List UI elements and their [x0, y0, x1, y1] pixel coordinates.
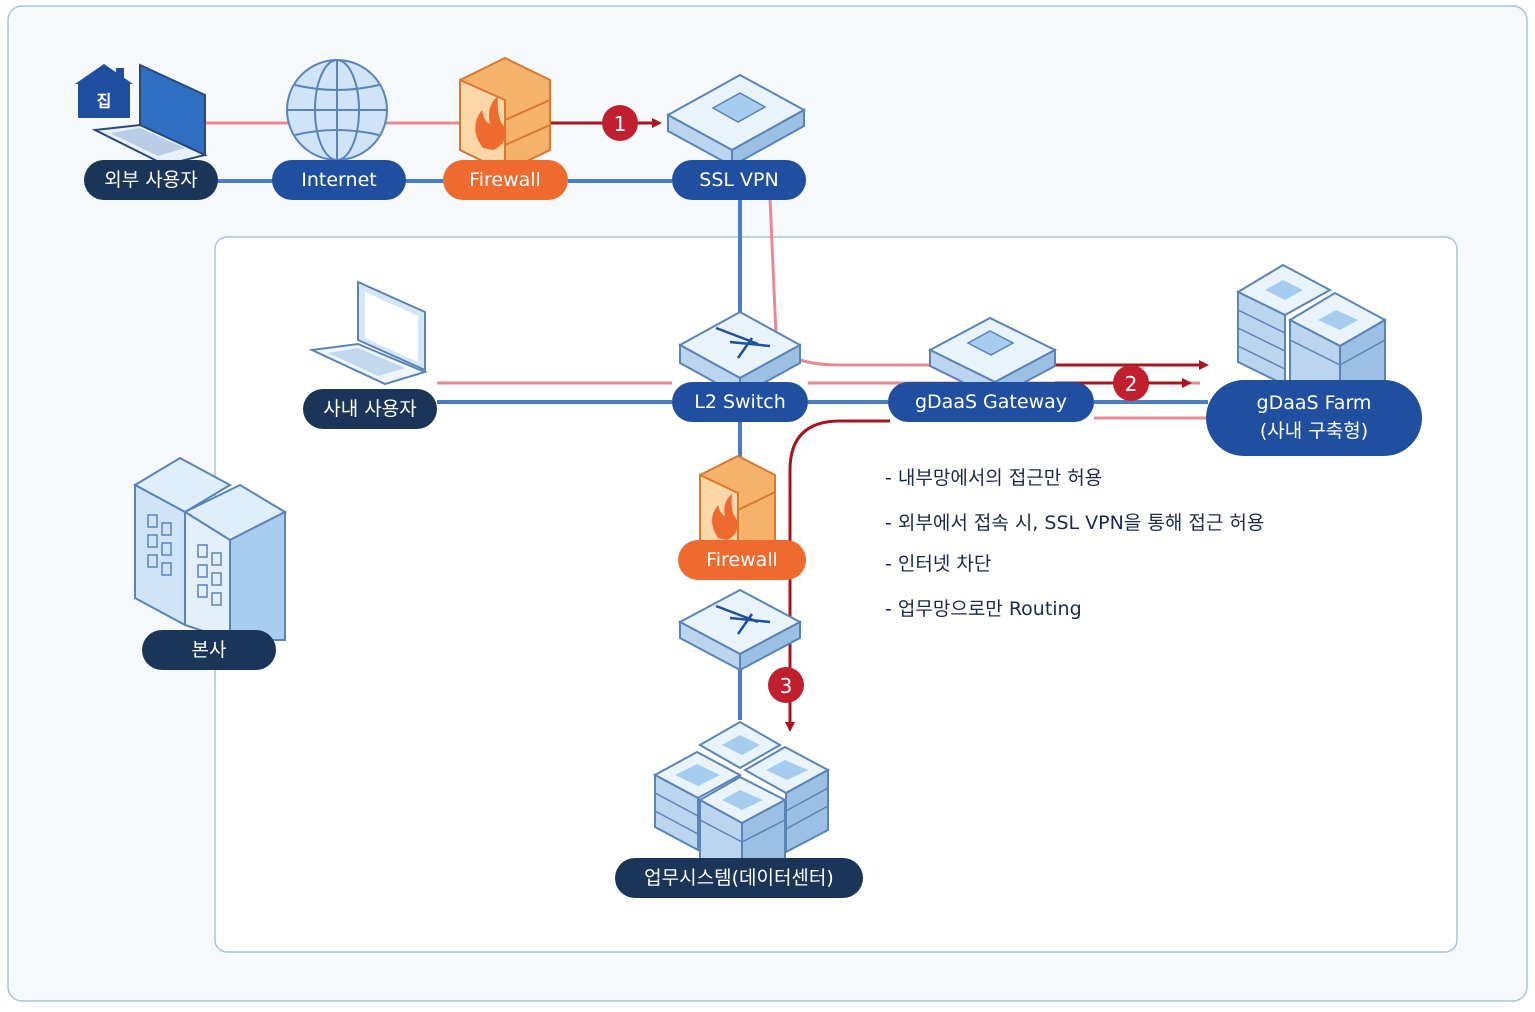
internet-label: Internet: [301, 169, 376, 191]
house-icon: 집: [75, 64, 133, 118]
globe-icon: [286, 59, 388, 161]
ssl-vpn-pill: SSL VPN: [672, 160, 806, 200]
gdaas-gateway-label: gDaaS Gateway: [915, 391, 1067, 413]
firewall-icon: [699, 454, 776, 560]
firewall-icon: [459, 56, 551, 174]
building-icon: [132, 456, 288, 642]
internal-user-pill: 사내 사용자: [303, 389, 437, 429]
internal-user-label: 사내 사용자: [323, 398, 416, 420]
step-badge-2: 2: [1113, 365, 1149, 401]
headquarters-pill: 본사: [142, 630, 276, 670]
laptop-icon: [308, 280, 428, 386]
external-user-pill: 외부 사용자: [84, 160, 218, 200]
note-item: - 인터넷 차단: [885, 553, 991, 575]
business-system-pill: 업무시스템(데이터센터): [615, 858, 863, 898]
gdaas-gateway-pill: gDaaS Gateway: [888, 382, 1094, 422]
server-farm-icon: [1235, 263, 1388, 387]
home-badge-label: 집: [97, 92, 112, 111]
business-system-label: 업무시스템(데이터센터): [644, 867, 834, 889]
gdaas-farm-label-line2: (사내 구축형): [1260, 420, 1368, 442]
note-item: - 내부망에서의 접근만 허용: [885, 467, 1102, 489]
step-badge-1: 1: [602, 105, 638, 141]
datacenter-icon: [652, 720, 831, 863]
gdaas-farm-label-line1: gDaaS Farm: [1257, 392, 1372, 414]
firewall-bottom-pill: Firewall: [678, 540, 806, 580]
headquarters-label: 본사: [192, 639, 227, 661]
note-item: - 외부에서 접속 시, SSL VPN을 통해 접근 허용: [885, 512, 1264, 534]
internet-pill: Internet: [272, 160, 406, 200]
step-badge-3: 3: [768, 667, 804, 703]
step-number: 3: [780, 674, 793, 698]
firewall-top-pill: Firewall: [443, 160, 568, 200]
switch-icon: [677, 588, 803, 672]
laptop-icon: [91, 63, 208, 167]
gdaas-farm-pill: gDaaS Farm (사내 구축형): [1206, 380, 1422, 456]
l2-switch-label: L2 Switch: [694, 391, 786, 413]
external-user-label: 외부 사용자: [104, 169, 197, 191]
note-item: - 업무망으로만 Routing: [885, 598, 1082, 620]
firewall-top-label: Firewall: [469, 169, 541, 191]
l2-switch-pill: L2 Switch: [672, 382, 808, 422]
policy-notes: - 내부망에서의 접근만 허용 - 외부에서 접속 시, SSL VPN을 통해…: [885, 467, 1264, 620]
ssl-vpn-label: SSL VPN: [699, 169, 778, 191]
firewall-bottom-label: Firewall: [706, 549, 778, 571]
step-number: 2: [1125, 372, 1138, 396]
step-number: 1: [614, 112, 627, 136]
